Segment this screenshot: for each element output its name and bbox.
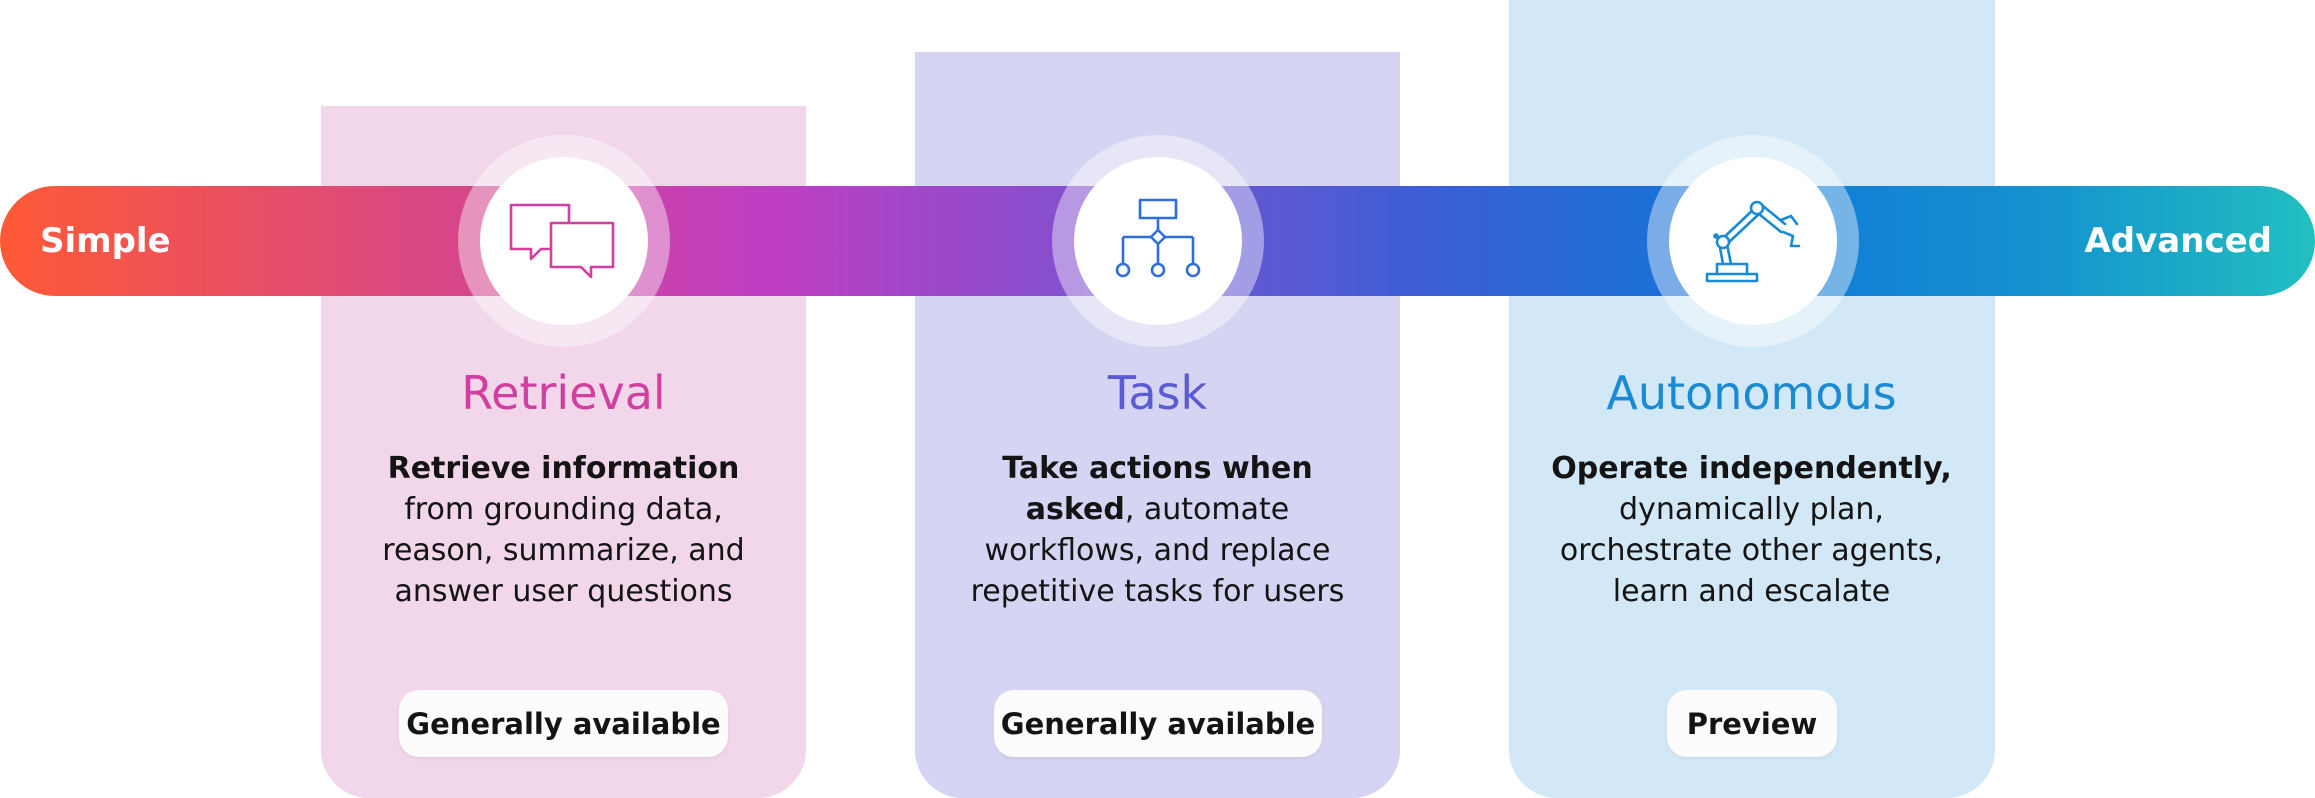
retrieval-status-badge: Generally available (399, 690, 728, 757)
autonomous-desc-line-2: dynamically plan, (1619, 492, 1884, 527)
autonomous-desc-line-4: learn and escalate (1612, 574, 1891, 609)
retrieval-desc-line-1: Retrieve information (387, 451, 740, 486)
spectrum-end-label: Advanced (2084, 221, 2272, 261)
retrieval-desc-line-2: from grounding data, (404, 492, 723, 527)
task-desc-line-4: repetitive tasks for users (970, 574, 1345, 609)
task-icon-circle (1074, 157, 1242, 325)
autonomous-description: Operate independently, dynamically plan,… (1509, 448, 1994, 612)
retrieval-desc-line-4: answer user questions (394, 574, 733, 609)
spectrum-start-label: Simple (40, 221, 171, 261)
autonomous-desc-line-1: Operate independently, (1551, 451, 1952, 486)
task-title: Task (1107, 366, 1208, 420)
task-status-badge: Generally available (994, 690, 1322, 757)
autonomous-status-badge: Preview (1667, 690, 1837, 757)
autonomous-title: Autonomous (1606, 366, 1897, 420)
autonomous-icon-circle (1669, 157, 1837, 325)
task-desc-line-1: Take actions when (1002, 451, 1313, 486)
task-desc-line-2-bold: asked (1025, 492, 1125, 527)
retrieval-icon-circle (480, 157, 648, 325)
task-desc-line-2-rest: , automate (1124, 492, 1290, 527)
workflow-diagram-icon (1115, 198, 1201, 278)
task-description: Take actions when asked, automate workfl… (915, 448, 1400, 612)
retrieval-description: Retrieve information from grounding data… (321, 448, 806, 612)
retrieval-title: Retrieval (461, 366, 666, 420)
task-desc-line-3: workflows, and replace (984, 533, 1331, 568)
autonomous-desc-line-3: orchestrate other agents, (1559, 533, 1944, 568)
task-desc-line-2: asked, automate (915, 489, 1400, 530)
autonomous-card (1509, 0, 1995, 798)
robot-arm-icon (1705, 200, 1801, 283)
chat-bubbles-icon (509, 203, 615, 279)
retrieval-desc-line-3: reason, summarize, and (382, 533, 745, 568)
